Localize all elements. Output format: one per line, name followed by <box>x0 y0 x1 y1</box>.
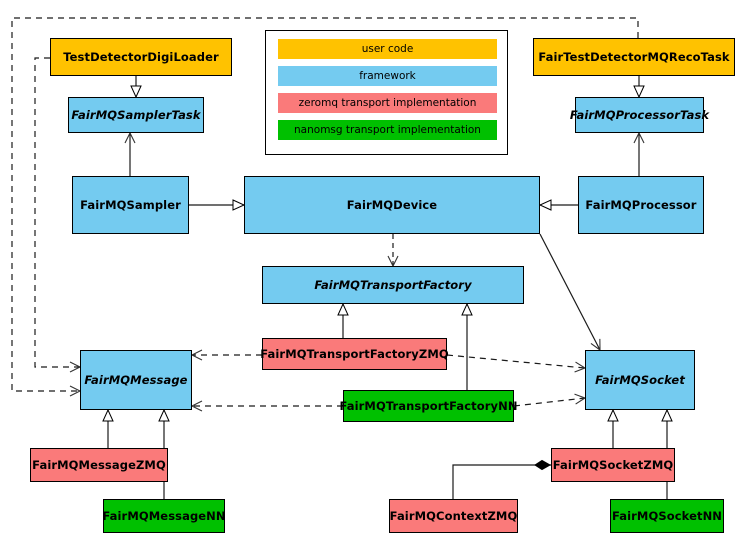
legend-item-0: user code <box>278 39 497 59</box>
class-box-FairMQMessage[interactable]: FairMQMessage <box>80 350 192 410</box>
class-box-FairMQTransportFactoryNN[interactable]: FairMQTransportFactoryNN <box>339 390 517 422</box>
class-box-FairMQMessageZMQ[interactable]: FairMQMessageZMQ <box>30 448 168 482</box>
class-box-FairMQMessageNN[interactable]: FairMQMessageNN <box>102 499 226 533</box>
class-box-FairMQSocketZMQ[interactable]: FairMQSocketZMQ <box>551 448 675 482</box>
edge-recotask-message <box>11 17 639 397</box>
class-box-FairMQSamplerTask[interactable]: FairMQSamplerTask <box>68 97 204 133</box>
class-box-FairMQSocketNN[interactable]: FairMQSocketNN <box>610 499 724 533</box>
edge-digiloader-message <box>34 57 82 373</box>
class-box-TestDetectorDigiLoader[interactable]: TestDetectorDigiLoader <box>50 38 232 76</box>
class-box-FairMQSampler[interactable]: FairMQSampler <box>72 176 189 234</box>
edge-tfnn-socket <box>513 393 587 407</box>
edge-tfzmq-socket <box>446 354 587 373</box>
legend-panel: user code framework zeromq transport imple… <box>265 30 508 155</box>
class-box-FairMQDevice[interactable]: FairMQDevice <box>244 176 540 234</box>
legend-item-2: zeromq transport implementation <box>278 93 497 113</box>
class-box-FairMQSocket[interactable]: FairMQSocket <box>585 350 695 410</box>
edge-device-socket <box>539 233 601 352</box>
edge-contextzmq-socketzmq <box>452 459 552 499</box>
class-box-FairMQProcessorTask[interactable]: FairMQProcessorTask <box>570 97 709 133</box>
legend-item-3: nanomsg transport implementation <box>278 120 497 140</box>
class-box-FairTestDetectorMQRecoTask[interactable]: FairTestDetectorMQRecoTask <box>533 38 735 76</box>
class-box-FairMQTransportFactoryZMQ[interactable]: FairMQTransportFactoryZMQ <box>260 338 449 370</box>
class-box-FairMQProcessor[interactable]: FairMQProcessor <box>578 176 704 234</box>
class-box-FairMQContextZMQ[interactable]: FairMQContextZMQ <box>389 499 518 533</box>
class-box-FairMQTransportFactory[interactable]: FairMQTransportFactory <box>262 266 524 304</box>
legend-item-1: framework <box>278 66 497 86</box>
